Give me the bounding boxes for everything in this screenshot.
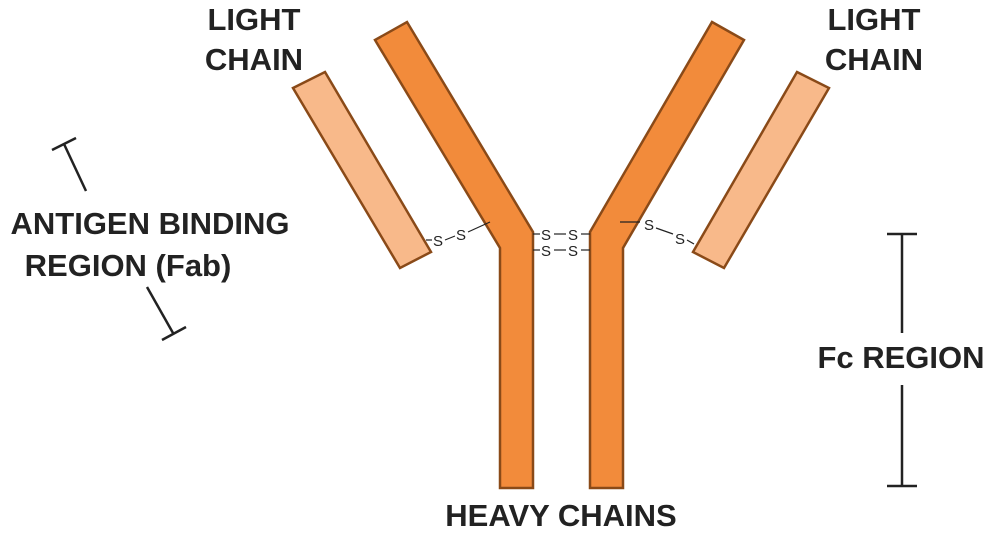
hinge-s-3: S [541,243,551,260]
disulfide-s-left-1: S [433,233,443,250]
hinge-s-4: S [568,243,578,260]
fc-bracket [887,232,917,488]
hinge-s-2: S [568,227,578,244]
light-chain-left-label-line2: CHAIN [205,42,303,77]
heavy-chain-right [588,20,746,490]
fc-region-label: Fc REGION [817,340,984,375]
disulfide-s-left-2: S [456,227,466,244]
hinge-s-1: S [541,227,551,244]
heavy-chain-left [373,20,535,490]
light-chain-left [291,70,433,270]
disulfide-bond-left: S S [426,221,491,250]
light-chain-right-label-line2: CHAIN [825,42,923,77]
light-chain-right-label-line1: LIGHT [828,2,921,37]
disulfide-s-right-2: S [675,231,685,248]
heavy-chains-label: HEAVY CHAINS [445,498,676,533]
fab-bracket [51,136,187,342]
fab-region-label-line2: REGION (Fab) [25,248,232,283]
disulfide-s-right-1: S [644,217,654,234]
fab-region-label-line1: ANTIGEN BINDING [11,206,290,241]
light-chain-right [691,70,831,270]
disulfide-bond-hinge: S S S S [533,227,590,260]
disulfide-bond-right: S S [620,217,695,248]
light-chain-left-label-line1: LIGHT [208,2,301,37]
